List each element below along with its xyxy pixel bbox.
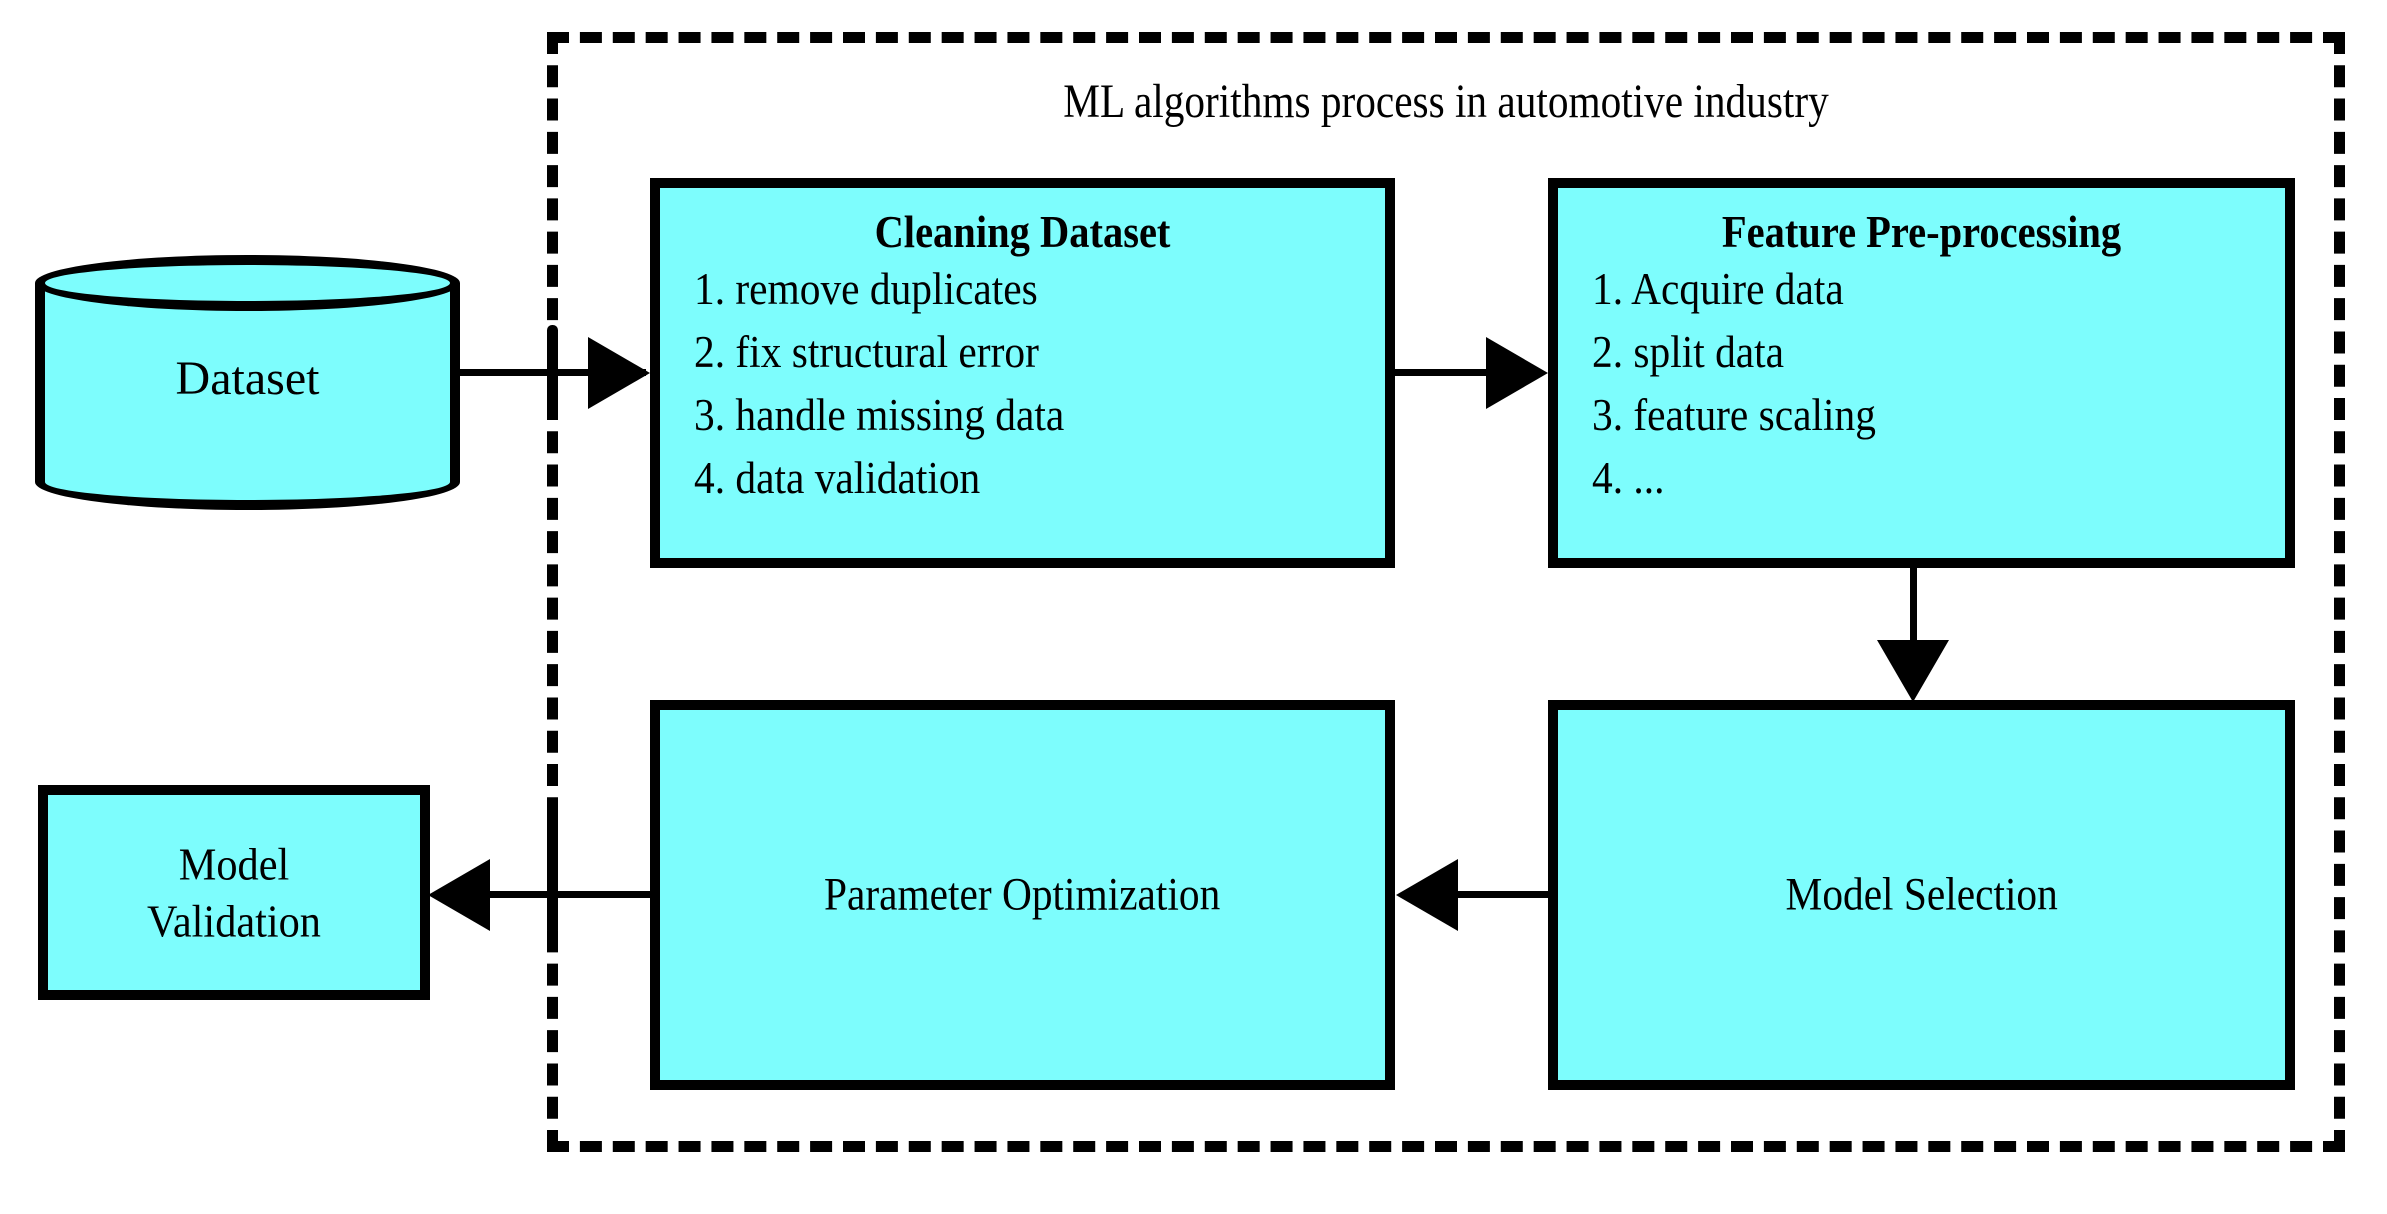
boundary-dash-overlap-top xyxy=(547,325,558,413)
edge-param-to-validation-arrowhead xyxy=(428,859,490,931)
edge-cleaning-to-feature-arrowhead xyxy=(1486,337,1548,409)
node-feature-preprocessing-title: Feature Pre-processing xyxy=(1721,207,2122,257)
edge-feature-to-modelselection-arrowhead xyxy=(1877,640,1949,702)
edge-param-to-validation-line xyxy=(490,891,655,898)
node-model-selection-label: Model Selection xyxy=(1558,869,2285,922)
node-parameter-optimization-text: Parameter Optimization xyxy=(824,868,1221,921)
node-parameter-optimization: Parameter Optimization xyxy=(650,700,1395,1090)
edge-dataset-to-cleaning-arrowhead xyxy=(588,337,650,409)
node-feature-preprocessing: Feature Pre-processing 1. Acquire data 2… xyxy=(1548,178,2295,568)
list-item: 1. remove duplicates xyxy=(694,264,1038,314)
node-feature-preprocessing-list: 1. Acquire data 2. split data 3. feature… xyxy=(1558,267,2285,501)
node-cleaning-dataset-title: Cleaning Dataset xyxy=(874,207,1171,257)
cylinder-seam-mask xyxy=(45,454,450,482)
diagram-title: ML algorithms process in automotive indu… xyxy=(1063,75,1829,128)
edge-modelselection-to-param-line xyxy=(1455,891,1555,898)
list-item: 1. Acquire data xyxy=(1592,264,1844,314)
node-dataset: Dataset xyxy=(35,255,460,510)
cylinder-body xyxy=(35,283,460,482)
list-item: 4. data validation xyxy=(694,453,981,503)
list-item: 2. split data xyxy=(1592,327,1785,377)
node-dataset-label: Dataset xyxy=(175,352,320,405)
node-model-selection-text: Model Selection xyxy=(1785,868,2058,921)
list-item: 3. feature scaling xyxy=(1592,390,1876,440)
node-model-validation-label: Model Validation xyxy=(48,835,420,950)
edge-feature-to-modelselection-line xyxy=(1910,566,1917,676)
node-cleaning-dataset-list: 1. remove duplicates 2. fix structural e… xyxy=(660,267,1385,501)
node-model-selection: Model Selection xyxy=(1548,700,2295,1090)
list-item: 2. fix structural error xyxy=(694,327,1039,377)
list-item: 3. handle missing data xyxy=(694,390,1065,440)
edge-modelselection-to-param-arrowhead xyxy=(1396,859,1458,931)
node-parameter-optimization-label: Parameter Optimization xyxy=(660,869,1385,922)
edge-cleaning-to-feature-line xyxy=(1393,369,1493,376)
boundary-dash-overlap-bottom xyxy=(547,800,558,935)
node-model-validation-line2: Validation xyxy=(147,895,321,947)
node-cleaning-dataset: Cleaning Dataset 1. remove duplicates 2.… xyxy=(650,178,1395,568)
list-item: 4. ... xyxy=(1592,453,1665,503)
node-model-validation-line1: Model xyxy=(178,838,290,889)
cylinder-top-ellipse xyxy=(35,255,460,311)
node-model-validation: Model Validation xyxy=(38,785,430,1000)
ml-process-boundary xyxy=(547,32,2345,1152)
